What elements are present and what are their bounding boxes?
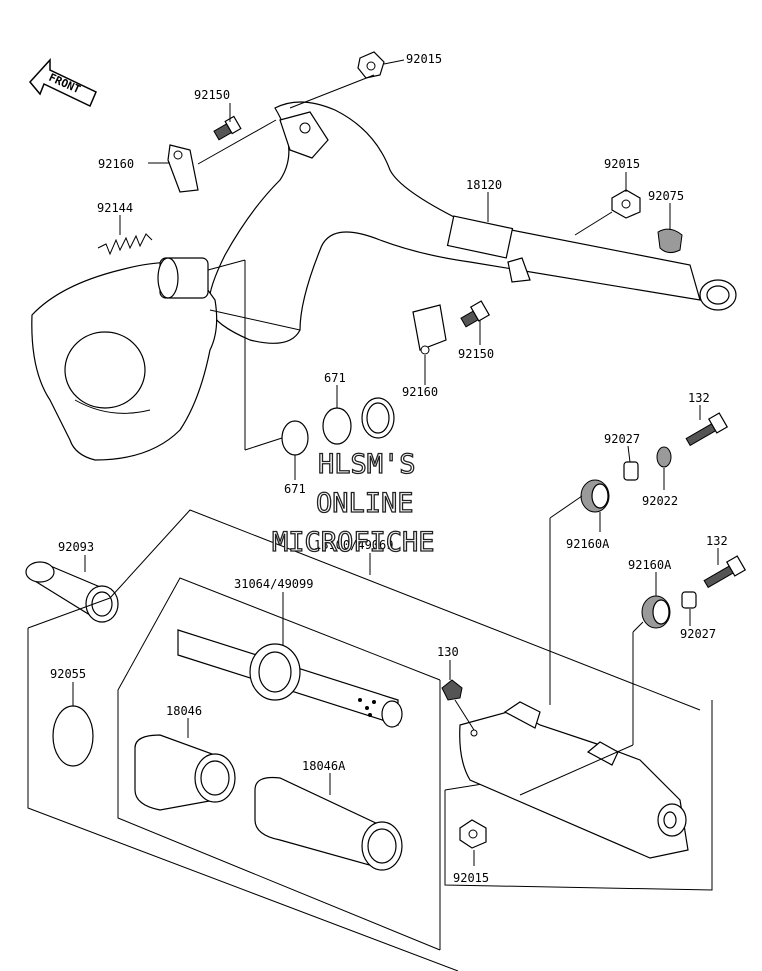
nut-92015-bottom (459, 819, 487, 849)
gasket-671-a (281, 420, 309, 456)
joint-sleeve-92093 (25, 561, 119, 623)
label-132-upper: 132 (688, 391, 710, 405)
label-18100: 18100/49069 (314, 538, 393, 552)
label-130: 130 (437, 645, 459, 659)
label-92022: 92022 (642, 494, 678, 508)
cap-92075 (657, 228, 683, 254)
label-31064: 31064/49099 (234, 577, 313, 591)
bolt-130 (441, 679, 463, 701)
label-18046: 18046 (166, 704, 202, 718)
bolt-132-lower (703, 555, 747, 589)
bolt-92150-mid (460, 300, 491, 328)
leader-lines (72, 59, 719, 866)
packing-18046 (134, 734, 236, 811)
grommet-92160A-upper (580, 479, 610, 513)
front-arrow-icon: FRONT (29, 58, 97, 108)
label-18046A: 18046A (302, 759, 346, 773)
gasket-92055 (52, 705, 94, 767)
watermark: HLSM'S ONLINE MICROFICHE (271, 448, 435, 558)
silencer-18100 (459, 701, 689, 859)
label-92015-top: 92015 (406, 52, 442, 66)
label-92015-bottom: 92015 (453, 871, 489, 885)
collar-92027-lower (681, 591, 697, 609)
bolt-92150-top (213, 115, 242, 141)
gasket-671-b (322, 407, 352, 445)
expansion-chamber (31, 101, 737, 461)
spring-92144 (97, 233, 153, 256)
silencer-core-31064 (177, 629, 403, 728)
label-92150-mid: 92150 (458, 347, 494, 361)
grommet-92160A-lower (641, 595, 671, 629)
label-671-lower: 671 (284, 482, 306, 496)
label-92160A-upper: 92160A (566, 537, 610, 551)
label-92160-mid: 92160 (402, 385, 438, 399)
label-132-lower: 132 (706, 534, 728, 548)
packing-18046A (254, 776, 403, 871)
bracket-92160-mid (412, 304, 447, 355)
label-92027-lower: 92027 (680, 627, 716, 641)
nut-92015-top (357, 51, 385, 79)
collar-92027-upper (623, 461, 639, 481)
label-92075: 92075 (648, 189, 684, 203)
watermark-line-3: MICROFICHE (272, 527, 435, 558)
bracket-92160-top (167, 144, 199, 193)
bolt-132-upper (685, 412, 729, 447)
label-92055: 92055 (50, 667, 86, 681)
nut-92015-mid (611, 189, 641, 219)
label-92160-top: 92160 (98, 157, 134, 171)
label-671-upper: 671 (324, 371, 346, 385)
label-92144: 92144 (97, 201, 133, 215)
washer-92022 (656, 446, 672, 468)
label-92027-upper: 92027 (604, 432, 640, 446)
label-92015-mid: 92015 (604, 157, 640, 171)
watermark-line-1: HLSM'S (318, 449, 416, 480)
watermark-line-2: ONLINE (316, 488, 414, 519)
label-92093: 92093 (58, 540, 94, 554)
label-92160A-lower: 92160A (628, 558, 672, 572)
label-18120: 18120 (466, 178, 502, 192)
label-92150-top: 92150 (194, 88, 230, 102)
